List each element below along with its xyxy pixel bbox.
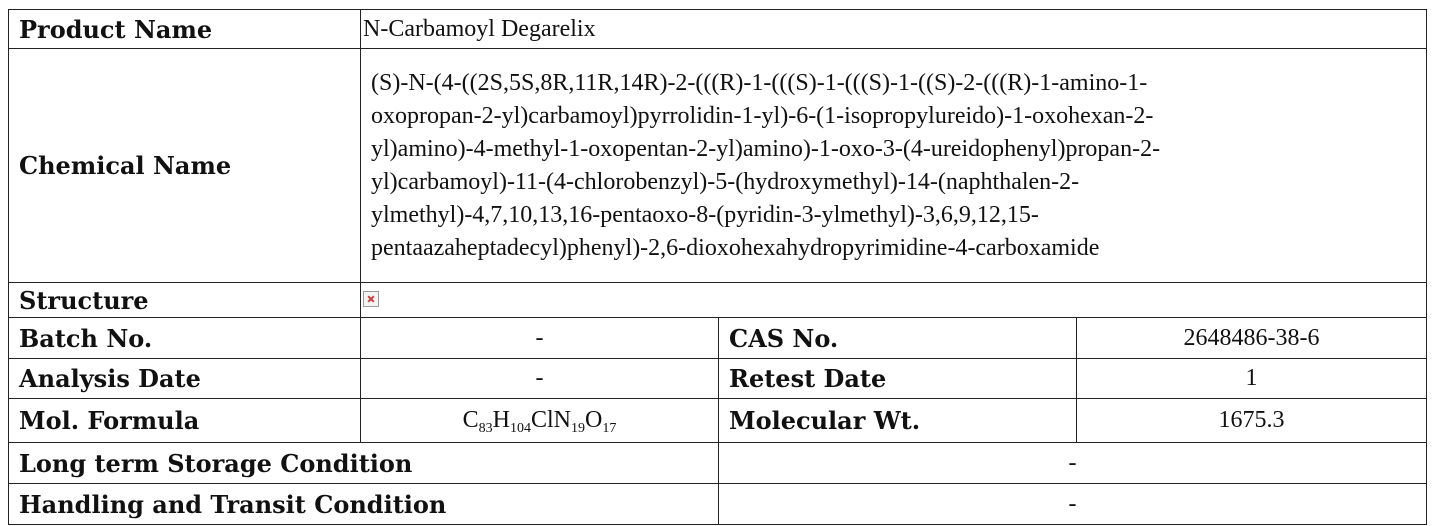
product-name-value: N-Carbamoyl Degarelix	[359, 9, 1428, 49]
chemical-name-label: Chemical Name	[8, 48, 361, 283]
row-long-term-storage: Long term Storage Condition -	[8, 442, 1428, 484]
formula-subscript: 19	[571, 421, 586, 436]
molecular-wt-value: 1675.3	[1075, 398, 1428, 443]
row-product-name: Product Name N-Carbamoyl Degarelix	[8, 9, 1428, 49]
retest-date-label: Retest Date	[718, 358, 1077, 399]
chemical-name-line: pentaazaheptadecyl)phenyl)-2,6-dioxohexa…	[371, 234, 1100, 261]
broken-image-icon	[363, 291, 379, 308]
molecular-wt-label: Molecular Wt.	[718, 398, 1077, 443]
structure-value	[359, 282, 1428, 318]
analysis-date-value: -	[360, 358, 719, 399]
formula-element: ClN	[531, 407, 572, 433]
row-chemical-name: Chemical Name (S)-N-(4-((2S,5S,8R,11R,14…	[8, 48, 1428, 283]
spec-sheet: Product Name N-Carbamoyl Degarelix Chemi…	[8, 9, 1428, 525]
chemical-name-line: oxopropan-2-yl)carbamoyl)pyrrolidin-1-yl…	[371, 102, 1154, 129]
retest-date-value: 1	[1075, 358, 1428, 399]
chemical-name-line: yl)amino)-4-methyl-1-oxopentan-2-yl)amin…	[371, 135, 1161, 162]
product-name-label: Product Name	[8, 9, 361, 49]
analysis-date-label: Analysis Date	[8, 358, 361, 399]
row-dates: Analysis Date - Retest Date 1	[8, 358, 1428, 399]
product-spec-table: Product Name N-Carbamoyl Degarelix Chemi…	[8, 9, 1428, 525]
long-term-storage-value: -	[717, 442, 1428, 484]
handling-transit-label: Handling and Transit Condition	[8, 483, 719, 525]
handling-transit-value: -	[717, 483, 1428, 525]
formula-subscript: 83	[478, 421, 493, 436]
mol-formula-label: Mol. Formula	[8, 398, 361, 443]
formula-subscript: 17	[602, 421, 617, 436]
formula-subscript: 104	[510, 421, 531, 436]
formula-element: O	[585, 407, 603, 433]
row-handling-transit: Handling and Transit Condition -	[8, 483, 1428, 525]
row-structure: Structure	[8, 282, 1428, 318]
structure-label: Structure	[8, 282, 361, 318]
mol-formula-value: C83H104ClN19O17	[360, 398, 719, 443]
chemical-name-line: ylmethyl)-4,7,10,13,16-pentaoxo-8-(pyrid…	[371, 201, 1039, 228]
row-formula-weight: Mol. Formula C83H104ClN19O17 Molecular W…	[8, 398, 1428, 443]
chemical-name-value: (S)-N-(4-((2S,5S,8R,11R,14R)-2-(((R)-1-(…	[359, 48, 1428, 283]
formula-element: H	[492, 407, 510, 433]
long-term-storage-label: Long term Storage Condition	[8, 442, 719, 484]
chemical-name-line: yl)carbamoyl)-11-(4-chlorobenzyl)-5-(hyd…	[371, 168, 1080, 195]
batch-no-label: Batch No.	[8, 317, 361, 359]
formula-element: C	[462, 407, 479, 433]
cas-no-value: 2648486-38-6	[1075, 317, 1428, 359]
batch-no-value: -	[360, 317, 719, 359]
cas-no-label: CAS No.	[718, 317, 1077, 359]
row-batch-cas: Batch No. - CAS No. 2648486-38-6	[8, 317, 1428, 359]
chemical-name-line: (S)-N-(4-((2S,5S,8R,11R,14R)-2-(((R)-1-(…	[371, 69, 1148, 96]
